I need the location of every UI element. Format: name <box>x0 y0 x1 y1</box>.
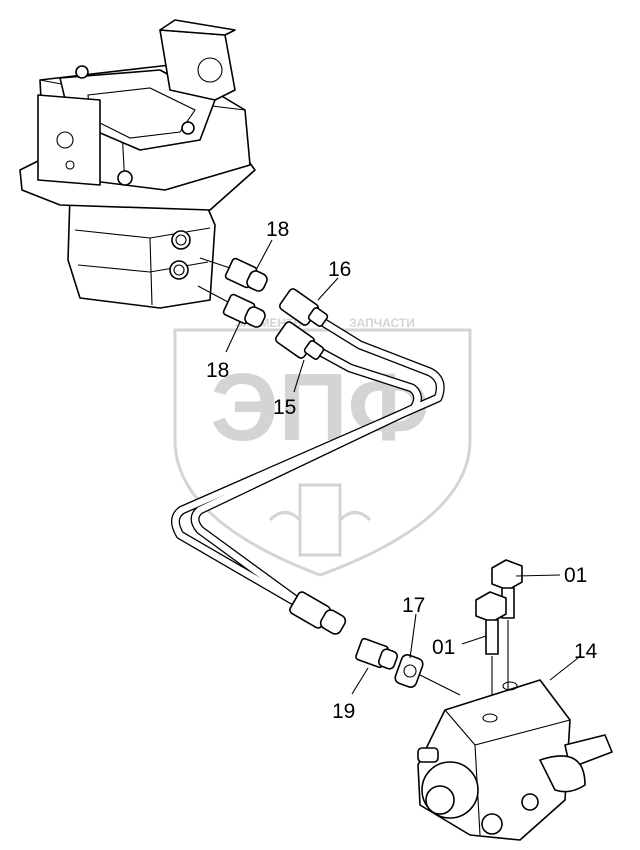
watermark-brand-letters: ЭПФ <box>210 354 429 461</box>
pipe-end-nut <box>289 591 347 635</box>
bolt-01-lower <box>475 591 507 720</box>
valve-assembly <box>19 19 256 309</box>
callout-19: 19 <box>332 700 355 723</box>
callout-16: 16 <box>328 258 351 281</box>
callout-01-upper: 01 <box>564 564 587 587</box>
fitting-18-upper <box>199 257 268 292</box>
flare-nut-16 <box>278 288 329 327</box>
callout-15: 15 <box>273 396 296 419</box>
callout-14: 14 <box>574 640 598 663</box>
fitting-18-lower <box>197 285 266 328</box>
pump-body-14 <box>417 679 613 841</box>
fitting-17 <box>394 654 461 696</box>
bolt-01-upper <box>491 559 523 690</box>
watermark-shield <box>173 328 472 577</box>
watermark-right-text: ЗАПЧАСТИ <box>349 316 415 330</box>
callout-labels: 18 16 18 15 01 17 01 14 19 <box>206 218 598 723</box>
watermark-wheat-emblem <box>268 483 372 557</box>
flare-nut-15 <box>274 321 325 360</box>
fitting-19 <box>355 637 398 670</box>
callout-18-lower: 18 <box>206 359 229 382</box>
callout-18-upper: 18 <box>266 218 289 241</box>
callout-01-lower: 01 <box>432 636 455 659</box>
callout-17: 17 <box>402 594 425 617</box>
leader-lines <box>225 239 579 695</box>
pipe-lines <box>171 303 445 608</box>
